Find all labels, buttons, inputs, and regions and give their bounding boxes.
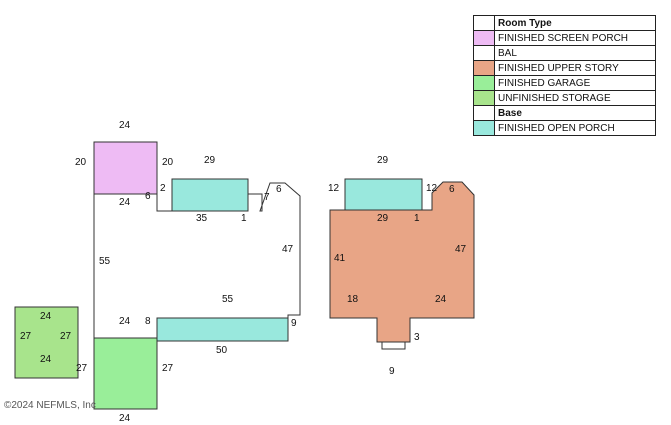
dim-screen-porch-left: 20	[75, 157, 87, 168]
dim-upper-left: 41	[334, 253, 346, 264]
dim-upper-bay: 3	[414, 332, 420, 343]
garage	[93, 337, 158, 410]
dim-upper-step: 1	[414, 213, 420, 224]
dim-upper-inner-left: 18	[347, 294, 359, 305]
dim-rear-porch-right: 9	[291, 318, 297, 329]
legend-row: FINISHED GARAGE	[473, 75, 656, 91]
dim-storage-right: 27	[60, 331, 72, 342]
legend-row: BAL	[473, 45, 656, 61]
dim-upper-inner-right: 24	[435, 294, 447, 305]
upper-bay	[381, 341, 406, 350]
legend-swatch	[473, 120, 495, 136]
legend-label: FINISHED UPPER STORY	[494, 60, 656, 76]
legend-row: FINISHED SCREEN PORCH	[473, 30, 656, 46]
legend-swatch	[473, 45, 495, 61]
legend-row: Base	[473, 105, 656, 121]
rear-open-porch	[156, 317, 289, 342]
dim-screen-porch-right: 20	[162, 157, 174, 168]
upper-story	[329, 181, 475, 343]
dim-garage-right: 27	[162, 363, 174, 374]
dim-notch-b: 2	[160, 183, 166, 194]
dim-front-porch-top: 29	[204, 155, 216, 166]
dim-base-interior: 55	[222, 294, 234, 305]
legend-swatch	[473, 30, 495, 46]
dim-upper-porch-bottom: 29	[377, 213, 389, 224]
dim-front-porch-bottom: 35	[196, 213, 208, 224]
dim-rear-porch-bottom: 50	[216, 345, 228, 356]
dim-corner-a: 7	[264, 192, 270, 203]
dim-storage-bottom: 24	[40, 354, 52, 365]
legend-swatch	[473, 90, 495, 106]
upper-open-porch	[344, 178, 423, 211]
legend-label: BAL	[494, 45, 656, 61]
dim-front-porch-step: 1	[241, 213, 247, 224]
front-open-porch	[171, 178, 249, 212]
legend-row: FINISHED OPEN PORCH	[473, 120, 656, 136]
legend-row: FINISHED UPPER STORY	[473, 60, 656, 76]
dim-upper-right: 47	[455, 244, 467, 255]
legend-swatch	[473, 75, 495, 91]
dim-rear-porch-left: 8	[145, 316, 151, 327]
legend-label: FINISHED SCREEN PORCH	[494, 30, 656, 46]
dim-upper-left-a: 12	[328, 183, 340, 194]
legend-swatch	[473, 60, 495, 76]
legend-swatch	[473, 15, 495, 31]
dim-upper-bottom: 9	[389, 366, 395, 377]
copyright-text: ©2024 NEFMLS, Inc	[4, 400, 96, 411]
legend-row: UNFINISHED STORAGE	[473, 90, 656, 106]
dim-screen-porch-top: 24	[119, 120, 131, 131]
dim-upper-corner: 6	[449, 184, 455, 195]
dim-garage-bottom: 24	[119, 413, 131, 424]
legend-label: FINISHED GARAGE	[494, 75, 656, 91]
dim-upper-right-a: 12	[426, 183, 438, 194]
room-type-legend: Room Type FINISHED SCREEN PORCH BAL FINI…	[473, 15, 656, 136]
dim-screen-porch-bottom: 24	[119, 197, 131, 208]
screen-porch	[93, 141, 158, 195]
dim-garage-left: 27	[76, 363, 88, 374]
dim-base-left: 55	[99, 256, 111, 267]
dim-notch-a: 6	[145, 191, 151, 202]
legend-header: Room Type	[494, 15, 656, 31]
dim-base-right: 47	[282, 244, 294, 255]
legend-label: FINISHED OPEN PORCH	[494, 120, 656, 136]
legend-label: Base	[494, 105, 656, 121]
dim-upper-porch-top: 29	[377, 155, 389, 166]
legend-swatch	[473, 105, 495, 121]
dim-garage-top: 24	[119, 316, 131, 327]
dim-corner-b: 6	[276, 184, 282, 195]
unfinished-storage	[14, 306, 79, 379]
legend-header-row: Room Type	[473, 15, 656, 31]
dim-storage-top: 24	[40, 311, 52, 322]
legend-label: UNFINISHED STORAGE	[494, 90, 656, 106]
dim-storage-left: 27	[20, 331, 32, 342]
